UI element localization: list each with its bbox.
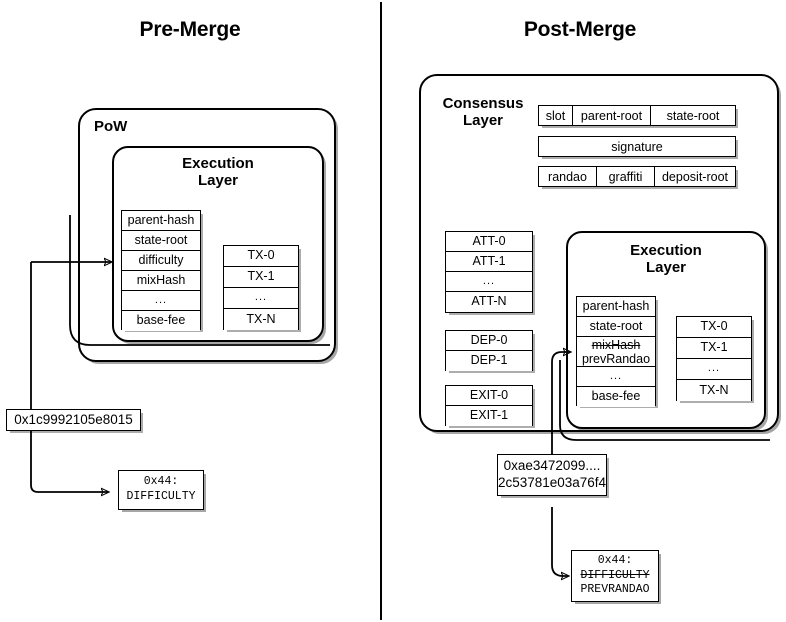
post-merge-hash-label: 0xae3472099.... 2c53781e03a76f4: [497, 454, 607, 496]
attestation-list: ATT-0 ATT-1 ... ATT-N: [445, 231, 533, 313]
transaction-tx-1: TX-1: [677, 338, 751, 359]
pre-merge-execution-layer-container: [112, 146, 324, 342]
transaction-tx-0: TX-0: [677, 317, 751, 338]
field-mixhash-deprecated: mixHash: [591, 337, 641, 352]
beacon-field-graffiti: graffiti: [597, 167, 655, 186]
field-state-root: state-root: [577, 317, 655, 337]
beacon-field-slot: slot: [539, 106, 573, 125]
post-merge-opcode-box: 0x44: DIFFICULTY PREVRANDAO: [571, 550, 659, 602]
transaction-tx-n: TX-N: [677, 380, 751, 401]
opcode-name-deprecated: DIFFICULTY: [580, 568, 650, 582]
field-base-fee: base-fee: [122, 311, 200, 331]
beacon-header-row-2: signature: [538, 136, 736, 157]
execution-layer-label-line2: Layer: [645, 258, 687, 276]
pre-merge-transaction-list: TX-0 TX-1 ... TX-N: [223, 245, 299, 330]
field-base-fee: base-fee: [577, 387, 655, 407]
transaction-tx-1: TX-1: [224, 267, 298, 288]
consensus-layer-container: [419, 74, 779, 432]
transaction-tx-0: TX-0: [224, 246, 298, 267]
attestation-att-0: ATT-0: [446, 232, 532, 252]
pre-merge-hash-label: 0x1c9992105e8015: [6, 409, 141, 431]
exit-exit-0: EXIT-0: [446, 386, 532, 406]
field-parent-hash: parent-hash: [122, 211, 200, 231]
execution-layer-label-line1: Execution: [182, 155, 254, 172]
page-title-post-merge: Post-Merge: [523, 18, 637, 41]
beacon-header-row-1: slot parent-root state-root: [538, 105, 736, 126]
exit-list: EXIT-0 EXIT-1: [445, 385, 533, 426]
post-merge-header-fields: parent-hash state-root mixHash prevRanda…: [576, 296, 656, 407]
beacon-header-row-3: randao graffiti deposit-root: [538, 166, 736, 187]
beacon-field-randao: randao: [539, 167, 597, 186]
opcode-number: 0x44:: [597, 553, 633, 567]
consensus-layer-label-line2: Layer: [462, 111, 504, 129]
beacon-field-state-root: state-root: [651, 106, 735, 125]
deposit-list: DEP-0 DEP-1: [445, 330, 533, 371]
post-merge-hash-line2: 2c53781e03a76f4: [497, 475, 607, 490]
post-merge-execution-layer-container: [566, 231, 766, 429]
beacon-field-signature: signature: [539, 137, 735, 156]
post-merge-hash-connector: [551, 507, 568, 576]
field-state-root: state-root: [122, 231, 200, 251]
transaction-ellipsis: ...: [677, 359, 751, 380]
opcode-name-new: PREVRANDAO: [580, 583, 650, 597]
post-merge-hash-line1: 0xae3472099....: [503, 458, 601, 474]
attestation-att-1: ATT-1: [446, 252, 532, 272]
attestation-att-n: ATT-N: [446, 292, 532, 312]
opcode-number: 0x44:: [143, 475, 179, 489]
transaction-tx-n: TX-N: [224, 309, 298, 330]
deposit-dep-1: DEP-1: [446, 351, 532, 371]
field-prevrandao: prevRandao: [581, 351, 651, 366]
pre-merge-opcode-box: 0x44: DIFFICULTY: [118, 470, 204, 510]
post-merge-execution-layer-label: Execution Layer: [566, 242, 766, 277]
beacon-field-deposit-root: deposit-root: [655, 167, 735, 186]
execution-layer-label-line2: Layer: [197, 171, 239, 189]
post-merge-transaction-list: TX-0 TX-1 ... TX-N: [676, 316, 752, 401]
opcode-name: DIFFICULTY: [126, 490, 196, 503]
exit-exit-1: EXIT-1: [446, 406, 532, 426]
execution-layer-label-line1: Execution: [630, 242, 702, 259]
beacon-field-parent-root: parent-root: [573, 106, 651, 125]
field-parent-hash: parent-hash: [577, 297, 655, 317]
consensus-layer-label-line1: Consensus: [442, 95, 524, 112]
field-mixhash-prevrandao: mixHash prevRandao: [577, 337, 655, 367]
attestation-ellipsis: ...: [446, 272, 532, 292]
pre-merge-header-fields: parent-hash state-root difficulty mixHas…: [121, 210, 201, 331]
transaction-ellipsis: ...: [224, 288, 298, 309]
pow-container: [78, 108, 336, 362]
field-mixhash: mixHash: [122, 271, 200, 291]
consensus-layer-label: Consensus Layer: [433, 95, 533, 130]
field-difficulty: difficulty: [122, 251, 200, 271]
pow-label: PoW: [94, 118, 128, 135]
pre-merge-execution-layer-label: Execution Layer: [112, 155, 324, 190]
deposit-dep-0: DEP-0: [446, 331, 532, 351]
field-ellipsis: ...: [577, 367, 655, 387]
page-title-pre-merge: Pre-Merge: [139, 18, 241, 41]
field-ellipsis: ...: [122, 291, 200, 311]
